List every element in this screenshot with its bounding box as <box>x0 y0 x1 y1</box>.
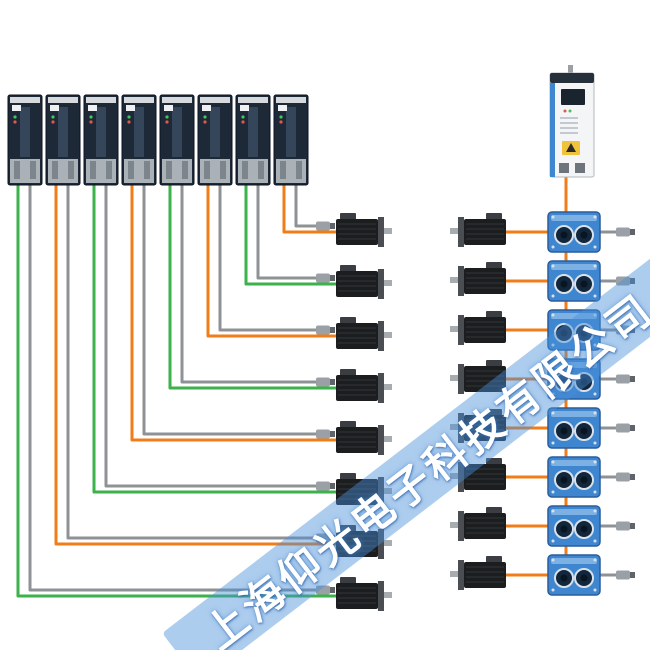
feedback-plug-R6 <box>616 472 635 482</box>
feedback-cable-servo-drive-3 <box>104 183 318 488</box>
distribution-module-1 <box>547 211 601 253</box>
feedback-plug-motor-L8 <box>316 585 335 595</box>
motor-L1 <box>336 213 392 247</box>
feedback-plug-motor-L5 <box>316 429 335 439</box>
master-controller <box>549 65 595 178</box>
motor-L3 <box>336 317 392 351</box>
distribution-module-4 <box>547 358 601 400</box>
motor-L5 <box>336 421 392 455</box>
motor-R1 <box>450 213 506 247</box>
feedback-plug-R3 <box>616 325 635 335</box>
distribution-module-8 <box>547 554 601 596</box>
feedback-plug-motor-L3 <box>316 325 335 335</box>
distribution-module-5 <box>547 407 601 449</box>
distribution-module-2 <box>547 260 601 302</box>
feedback-cable-servo-drive-6 <box>218 183 318 332</box>
servo-drive-8 <box>273 94 309 186</box>
motor-L7 <box>336 525 392 559</box>
feedback-cable-servo-drive-5 <box>180 183 318 384</box>
servo-drive-5 <box>159 94 195 186</box>
motor-R6 <box>450 458 506 492</box>
feedback-plug-motor-L6 <box>316 481 335 491</box>
motor-R4 <box>450 360 506 394</box>
components-layer <box>7 65 635 611</box>
distribution-module-6 <box>547 456 601 498</box>
cables-layer <box>16 170 618 598</box>
power-cable-servo-drive-3 <box>92 183 338 494</box>
feedback-cable-servo-drive-8 <box>294 183 318 228</box>
power-cable-servo-drive-5 <box>168 183 338 390</box>
power-cable-servo-drive-4 <box>130 183 338 442</box>
motor-R7 <box>450 507 506 541</box>
feedback-cable-servo-drive-1 <box>28 183 318 592</box>
motor-L4 <box>336 369 392 403</box>
servo-drive-2 <box>45 94 81 186</box>
feedback-cable-servo-drive-2 <box>66 183 318 540</box>
motor-L6 <box>336 473 392 507</box>
power-cable-servo-drive-1 <box>16 183 338 598</box>
motor-R5 <box>450 409 506 443</box>
feedback-plug-motor-L4 <box>316 377 335 387</box>
feedback-plug-R5 <box>616 423 635 433</box>
motor-L8 <box>336 577 392 611</box>
servo-drive-4 <box>121 94 157 186</box>
feedback-plug-R8 <box>616 570 635 580</box>
power-cable-servo-drive-2 <box>54 183 338 546</box>
servo-drive-7 <box>235 94 271 186</box>
servo-drive-3 <box>83 94 119 186</box>
power-cable-servo-drive-6 <box>206 183 338 338</box>
feedback-cable-servo-drive-7 <box>256 183 318 280</box>
feedback-plug-R1 <box>616 227 635 237</box>
motor-L2 <box>336 265 392 299</box>
power-cable-servo-drive-8 <box>282 183 338 234</box>
servo-drive-1 <box>7 94 43 186</box>
power-cable-servo-drive-7 <box>244 183 338 286</box>
distribution-module-3 <box>547 309 601 351</box>
feedback-cable-servo-drive-4 <box>142 183 318 436</box>
distribution-module-7 <box>547 505 601 547</box>
servo-drive-6 <box>197 94 233 186</box>
feedback-plug-R7 <box>616 521 635 531</box>
feedback-plug-motor-L7 <box>316 533 335 543</box>
feedback-plug-R2 <box>616 276 635 286</box>
feedback-plug-motor-L1 <box>316 221 335 231</box>
motor-R8 <box>450 556 506 590</box>
motor-R2 <box>450 262 506 296</box>
feedback-plug-motor-L2 <box>316 273 335 283</box>
feedback-plug-R4 <box>616 374 635 384</box>
motor-R3 <box>450 311 506 345</box>
